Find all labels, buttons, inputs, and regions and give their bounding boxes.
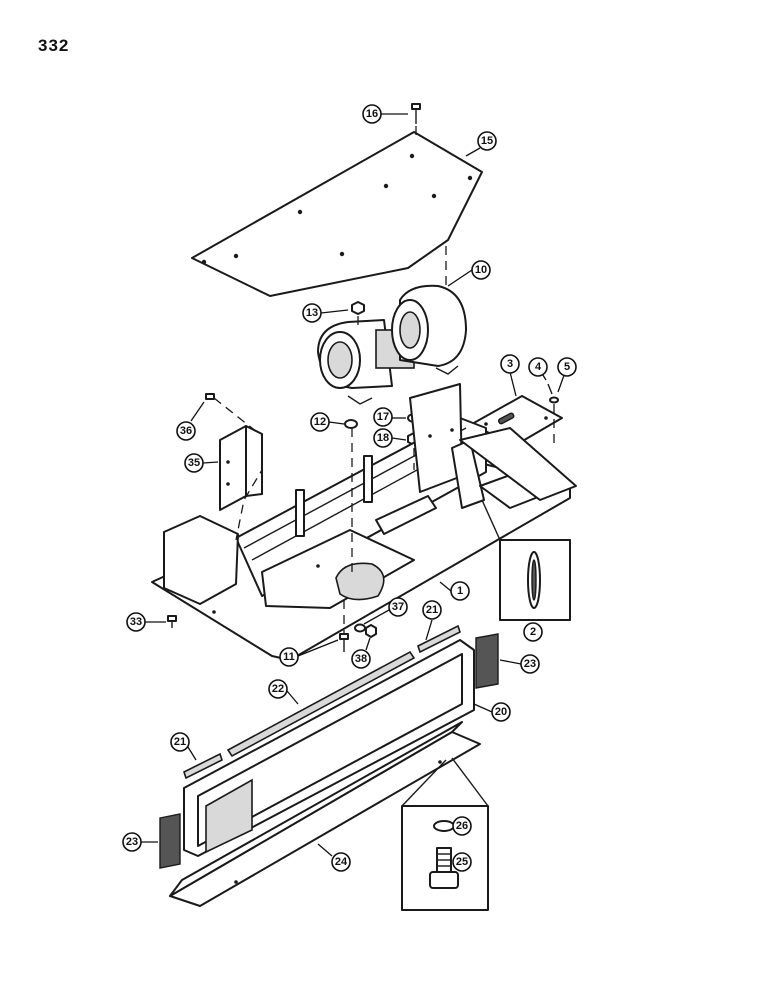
callout-15: 15 [477, 131, 497, 151]
callout-21-upper: 21 [422, 600, 442, 620]
svg-text:25: 25 [456, 856, 468, 868]
svg-text:2: 2 [530, 626, 536, 638]
svg-text:35: 35 [188, 457, 200, 469]
svg-text:11: 11 [283, 651, 295, 663]
part-21-22-seal-strips [183, 624, 461, 780]
svg-text:10: 10 [475, 264, 487, 276]
part-15-cover-plate [191, 131, 483, 297]
part-10-blower-assembly [317, 284, 467, 405]
part-2-inset [481, 499, 571, 621]
callout-17: 17 [373, 407, 393, 427]
svg-text:36: 36 [180, 425, 192, 437]
callout-38: 38 [351, 649, 371, 669]
callout-26: 26 [452, 816, 472, 836]
svg-text:12: 12 [314, 416, 326, 428]
svg-text:37: 37 [392, 601, 404, 613]
svg-text:5: 5 [564, 361, 570, 373]
svg-text:33: 33 [130, 616, 142, 628]
svg-text:3: 3 [507, 358, 513, 370]
svg-text:18: 18 [377, 432, 389, 444]
part-25-26-inset [401, 757, 489, 911]
callout-20: 20 [491, 702, 511, 722]
callout-21-lower: 21 [170, 732, 190, 752]
callout-3: 3 [500, 354, 520, 374]
callout-4: 4 [528, 357, 548, 377]
svg-text:38: 38 [355, 653, 367, 665]
svg-text:21: 21 [426, 604, 438, 616]
callout-2: 2 [523, 622, 543, 642]
part-1-main-housing [151, 383, 577, 661]
callouts: 16 15 10 13 3 4 5 12 17 18 36 35 1 2 33 … [122, 104, 577, 872]
svg-text:20: 20 [495, 706, 507, 718]
callout-36: 36 [176, 421, 196, 441]
callout-22: 22 [268, 679, 288, 699]
svg-text:17: 17 [377, 411, 389, 423]
callout-13: 13 [302, 303, 322, 323]
svg-text:23: 23 [524, 658, 536, 670]
callout-35: 35 [184, 453, 204, 473]
svg-text:15: 15 [481, 135, 493, 147]
callout-1: 1 [450, 581, 470, 601]
svg-text:13: 13 [306, 307, 318, 319]
callout-23-right: 23 [520, 654, 540, 674]
svg-text:1: 1 [457, 585, 463, 597]
part-20-filter-frame [183, 639, 475, 857]
callout-16: 16 [362, 104, 382, 124]
callout-12: 12 [310, 412, 330, 432]
callout-25: 25 [452, 852, 472, 872]
callout-18: 18 [373, 428, 393, 448]
svg-text:23: 23 [126, 836, 138, 848]
callout-24: 24 [331, 852, 351, 872]
callout-23-left: 23 [122, 832, 142, 852]
svg-text:16: 16 [366, 108, 378, 120]
part-24-channel [169, 721, 481, 907]
part-23-pads [159, 633, 499, 869]
alignment-lines [213, 126, 555, 634]
part-35-bracket [205, 393, 263, 511]
svg-text:21: 21 [174, 736, 186, 748]
svg-text:22: 22 [272, 683, 284, 695]
callout-10: 10 [471, 260, 491, 280]
callout-5: 5 [557, 357, 577, 377]
svg-text:24: 24 [335, 856, 348, 868]
part-16-screw [411, 103, 421, 124]
callout-37: 37 [388, 597, 408, 617]
callout-11: 11 [279, 647, 299, 667]
page-number: 332 [38, 36, 70, 55]
callout-33: 33 [126, 612, 146, 632]
hardware-bolts [167, 615, 377, 652]
svg-text:26: 26 [456, 820, 468, 832]
svg-text:4: 4 [535, 361, 542, 373]
